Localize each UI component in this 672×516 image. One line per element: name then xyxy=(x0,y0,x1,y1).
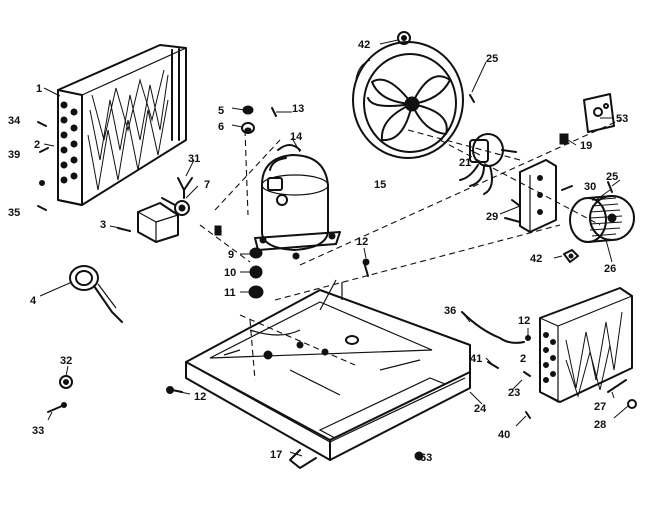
motor-bracket xyxy=(504,159,557,233)
base-hardware xyxy=(166,258,424,461)
clip-part xyxy=(69,265,123,323)
label-part-4: 4 xyxy=(30,295,37,307)
label-part-11: 11 xyxy=(224,287,236,299)
blower-wheel xyxy=(569,195,635,243)
leader-lines xyxy=(39,39,629,457)
label-part-26: 26 xyxy=(604,263,616,275)
control-bracket xyxy=(117,177,193,243)
label-part-39: 39 xyxy=(8,149,20,161)
bottom-left-parts xyxy=(47,375,73,413)
label-part-12-left: 12 xyxy=(194,391,206,403)
label-part-7: 7 xyxy=(204,179,210,191)
label-part-2: 2 xyxy=(34,139,40,151)
mounting-hardware xyxy=(214,105,277,299)
coil-tube-ends xyxy=(60,101,78,184)
label-part-3: 3 xyxy=(100,219,106,231)
label-part-12-right: 12 xyxy=(518,315,530,327)
label-part-25-top: 25 xyxy=(486,53,498,65)
label-part-25-right: 25 xyxy=(606,171,618,183)
label-part-1: 1 xyxy=(36,83,42,95)
base-pan xyxy=(185,279,471,469)
part-labels: 1 34 2 39 35 3 31 7 4 5 6 13 14 8 9 10 1… xyxy=(8,39,628,464)
label-part-33: 33 xyxy=(32,425,44,437)
fan-part-42-lower xyxy=(563,249,579,263)
label-part-30: 30 xyxy=(584,181,596,193)
label-part-41: 41 xyxy=(470,353,482,365)
label-part-5: 5 xyxy=(218,105,224,117)
label-part-23: 23 xyxy=(508,387,520,399)
label-part-24: 24 xyxy=(474,403,487,415)
fan-motor xyxy=(459,133,517,195)
label-part-15: 15 xyxy=(374,179,386,191)
label-part-53: 53 xyxy=(616,113,628,125)
label-part-40: 40 xyxy=(498,429,510,441)
label-part-14: 14 xyxy=(290,131,303,143)
coil-screws xyxy=(37,121,49,211)
label-part-34: 34 xyxy=(8,115,21,127)
label-part-10: 10 xyxy=(224,267,236,279)
label-part-13: 13 xyxy=(292,103,304,115)
label-part-21: 21 xyxy=(459,157,471,169)
control-plate xyxy=(583,93,615,133)
label-part-28: 28 xyxy=(594,419,606,431)
label-part-27: 27 xyxy=(594,401,606,413)
condenser-coil xyxy=(57,44,187,206)
fan-blade-assembly xyxy=(352,31,464,159)
label-part-35: 35 xyxy=(8,207,20,219)
label-part-9: 9 xyxy=(228,249,234,261)
label-part-42-lower: 42 xyxy=(530,253,542,265)
label-part-2-right: 2 xyxy=(520,353,526,365)
label-part-8: 8 xyxy=(216,225,222,237)
label-part-12-top: 12 xyxy=(356,236,368,248)
label-part-36: 36 xyxy=(444,305,456,317)
evaporator-coil xyxy=(539,287,633,404)
label-part-29: 29 xyxy=(486,211,498,223)
label-part-17: 17 xyxy=(270,449,282,461)
label-part-6: 6 xyxy=(218,121,224,133)
label-part-31: 31 xyxy=(188,153,200,165)
label-part-42-top: 42 xyxy=(358,39,370,51)
evap-tube-ends xyxy=(543,332,556,383)
label-part-19: 19 xyxy=(580,140,592,152)
label-part-63: 63 xyxy=(420,452,432,464)
fan-part-42-top xyxy=(397,31,411,45)
base-pan-details xyxy=(223,329,421,396)
compressor xyxy=(254,144,341,260)
upper-right-small-parts xyxy=(469,93,615,263)
label-part-32: 32 xyxy=(60,355,72,367)
